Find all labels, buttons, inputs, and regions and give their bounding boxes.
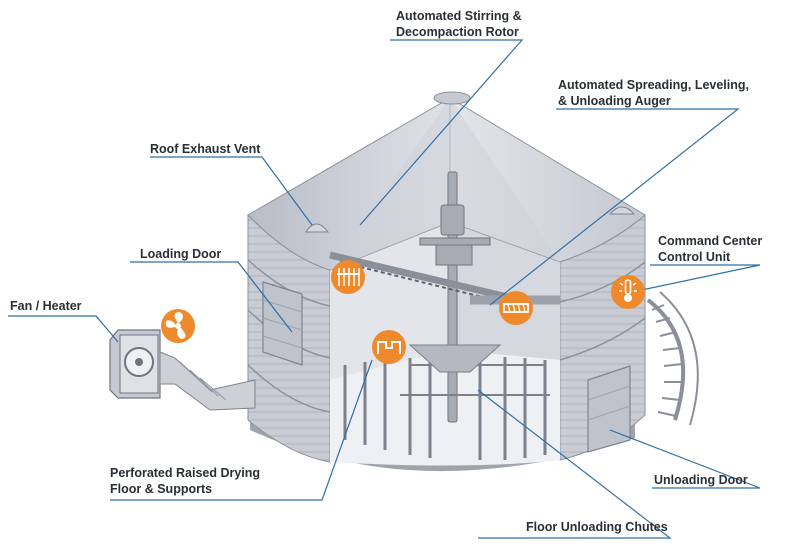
label-rotor-line2: Decompaction Rotor: [396, 25, 519, 39]
loading-door: [262, 281, 303, 366]
label-floor-line2: Floor & Supports: [110, 482, 213, 496]
label-auger-line2: & Unloading Auger: [558, 94, 671, 108]
spiral-stairs: [646, 291, 699, 426]
label-rotor: Automated Stirring & Decompaction Rotor: [396, 8, 522, 40]
unloading-chute: [408, 344, 502, 373]
chute-icon: [372, 330, 406, 364]
label-unloading-door-text: Unloading Door: [654, 473, 748, 487]
label-roof-vent: Roof Exhaust Vent: [150, 141, 260, 157]
fan-heater-unit: [109, 329, 161, 399]
fan-icon: [161, 309, 195, 343]
air-duct: [159, 351, 256, 411]
label-floor-line1: Perforated Raised Drying: [110, 466, 261, 480]
roof-cone: [247, 91, 646, 271]
rake-icon: [331, 260, 365, 294]
label-floor: Perforated Raised Drying Floor & Support…: [110, 465, 260, 497]
floor-supports: [343, 355, 550, 460]
label-auger-line1: Automated Spreading, Leveling,: [558, 78, 749, 92]
auger-icon: [499, 291, 533, 325]
label-rotor-line1: Automated Stirring &: [396, 9, 522, 23]
label-chutes: Floor Unloading Chutes: [526, 519, 668, 535]
label-chutes-text: Floor Unloading Chutes: [526, 520, 668, 534]
roof-vents: [305, 206, 636, 233]
label-command-line2: Control Unit: [658, 250, 731, 264]
label-unloading-door: Unloading Door: [654, 472, 748, 488]
label-roof-vent-text: Roof Exhaust Vent: [150, 142, 261, 156]
leader-lines: [8, 39, 761, 539]
label-fan: Fan / Heater: [10, 298, 82, 314]
label-loading-door: Loading Door: [140, 246, 221, 262]
unloading-door: [587, 365, 631, 453]
label-command-line1: Command Center: [658, 234, 763, 248]
label-fan-text: Fan / Heater: [10, 299, 82, 313]
label-auger: Automated Spreading, Leveling, & Unloadi…: [558, 77, 749, 109]
label-command: Command Center Control Unit: [658, 233, 762, 265]
thermometer-icon: [611, 275, 645, 309]
label-loading-door-text: Loading Door: [140, 247, 222, 261]
